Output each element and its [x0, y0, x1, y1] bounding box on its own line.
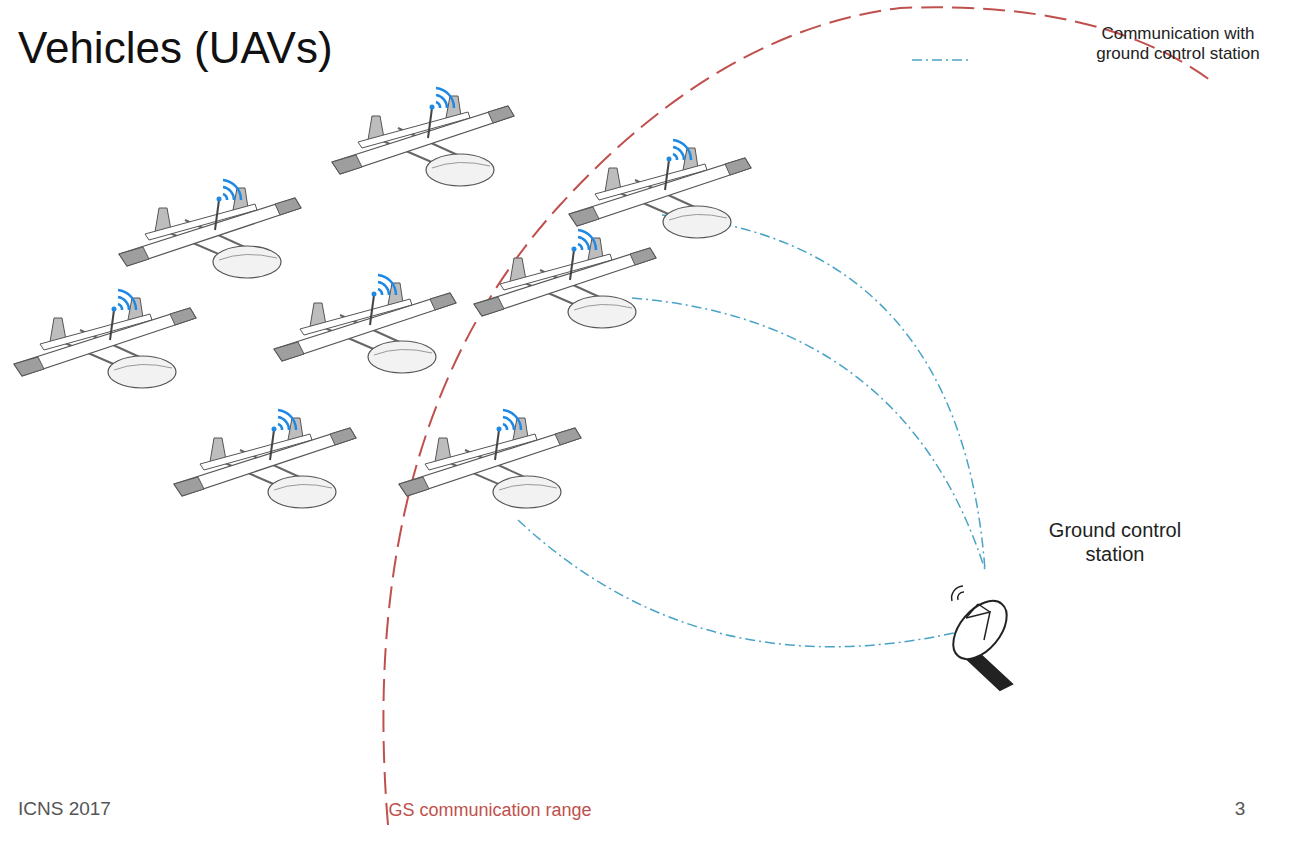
station-label: Ground control station	[1040, 518, 1190, 566]
slide-title: Vehicles (UAVs)	[18, 22, 333, 75]
range-label: GS communication range	[380, 800, 600, 822]
uav	[332, 88, 514, 186]
footer-text: ICNS 2017	[18, 798, 148, 821]
uav	[569, 140, 751, 238]
legend-line	[912, 59, 968, 61]
slide-number: 3	[1220, 798, 1260, 821]
uav	[14, 290, 196, 388]
uav	[399, 410, 581, 508]
satellite-dish	[943, 586, 1017, 690]
uav	[119, 180, 301, 278]
uav	[274, 275, 456, 373]
legend-text: Communication with ground control statio…	[1078, 24, 1278, 65]
uav	[474, 230, 656, 328]
uav	[174, 410, 356, 508]
